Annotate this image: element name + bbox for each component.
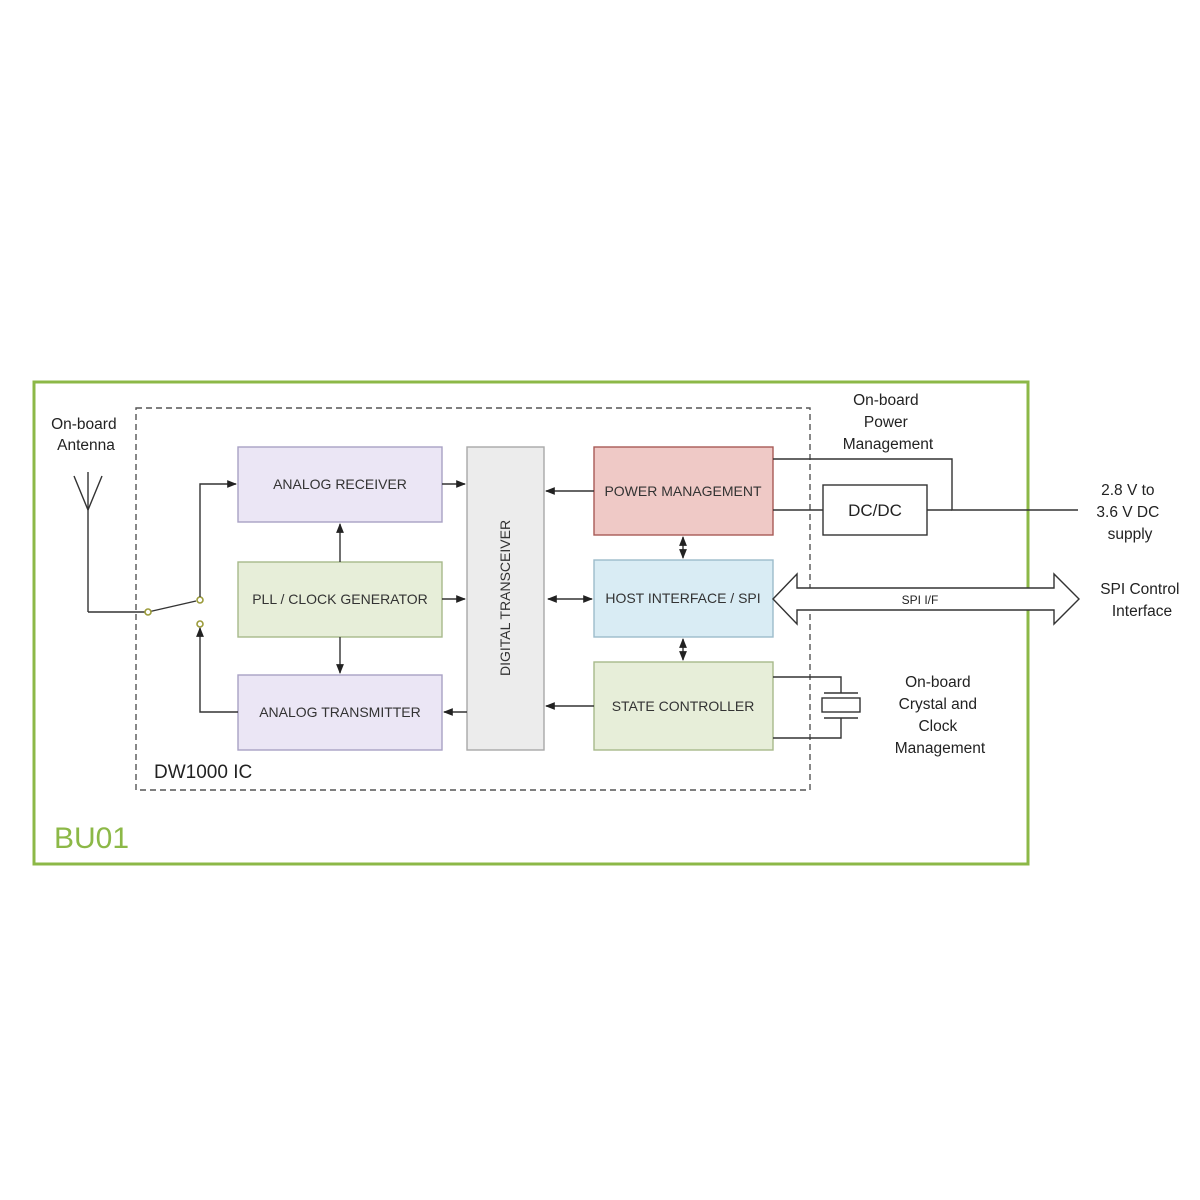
power-management-caption: On-board Power Management xyxy=(843,392,934,453)
analog-receiver-block: ANALOG RECEIVER xyxy=(237,446,443,523)
supply-line-upper xyxy=(773,458,1078,511)
switch-to-receiver-arrow xyxy=(199,480,237,597)
digital-transceiver-label: DIGITAL TRANSCEIVER xyxy=(497,520,513,676)
analog-transmitter-block: ANALOG TRANSMITTER xyxy=(237,674,443,751)
switch-contact-rx xyxy=(196,596,204,604)
spi-control-interface-label: SPI Control Interface xyxy=(1100,581,1184,620)
pll-clock-generator-label: PLL / CLOCK GENERATOR xyxy=(252,591,428,607)
crystal-clock-caption: On-board Crystal and Clock Management xyxy=(895,674,986,757)
crystal-line-upper xyxy=(773,676,842,693)
transmitter-to-switch-arrow xyxy=(196,627,238,713)
spi-bus-arrow xyxy=(772,572,1080,626)
crystal-line-lower xyxy=(773,718,842,739)
switch-contact-common xyxy=(144,608,152,616)
pll-clock-generator-block: PLL / CLOCK GENERATOR xyxy=(237,561,443,638)
state-controller-block: STATE CONTROLLER xyxy=(593,661,774,751)
antenna-label: On-board Antenna xyxy=(51,416,121,454)
power-management-block: POWER MANAGEMENT xyxy=(593,446,774,536)
dcdc-block: DC/DC xyxy=(822,484,928,536)
host-interface-spi-label: HOST INTERFACE / SPI xyxy=(605,590,760,606)
dcdc-label: DC/DC xyxy=(848,501,902,520)
crystal-icon xyxy=(821,692,861,719)
analog-receiver-label: ANALOG RECEIVER xyxy=(273,476,407,492)
switch-contact-tx xyxy=(196,620,204,628)
ic-label: DW1000 IC xyxy=(154,762,252,783)
module-label: BU01 xyxy=(54,822,129,855)
analog-transmitter-label: ANALOG TRANSMITTER xyxy=(259,704,421,720)
state-controller-label: STATE CONTROLLER xyxy=(612,698,755,714)
module-border xyxy=(32,380,1030,866)
antenna-icon xyxy=(73,472,103,612)
host-interface-spi-block: HOST INTERFACE / SPI xyxy=(593,559,774,638)
digital-transceiver-block: DIGITAL TRANSCEIVER xyxy=(466,446,545,751)
supply-voltage-label: 2.8 V to 3.6 V DC supply xyxy=(1096,482,1163,543)
spi-bus-label: SPI I/F xyxy=(902,593,939,607)
rf-switch-arm xyxy=(147,600,197,613)
power-management-label: POWER MANAGEMENT xyxy=(604,483,762,499)
